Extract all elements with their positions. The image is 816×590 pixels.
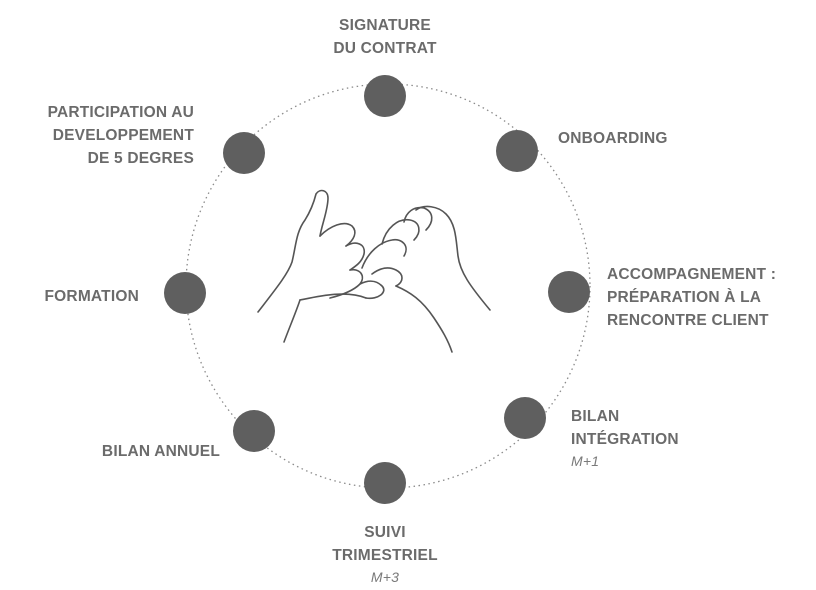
pinky-promise-hands-icon	[257, 189, 491, 353]
dotted-ring	[185, 83, 591, 489]
step-label-line: SUIVI	[364, 524, 406, 541]
step-label-8: PARTICIPATION AU DEVELOPPEMENT DE 5 DEGRES	[4, 101, 194, 170]
step-label-4: BILAN INTÉGRATION M+1	[571, 405, 731, 471]
step-node-6	[233, 410, 275, 452]
step-node-2	[496, 130, 538, 172]
step-label-5: SUIVI TRIMESTRIEL M+3	[300, 521, 470, 587]
step-label-line: RENCONTRE CLIENT	[607, 312, 769, 329]
step-label-line: SIGNATURE	[339, 17, 431, 34]
step-label-line: DU CONTRAT	[333, 40, 437, 57]
step-node-3	[548, 271, 590, 313]
step-label-line: FORMATION	[44, 288, 139, 305]
step-label-line: BILAN	[571, 408, 620, 425]
step-label-3: ACCOMPAGNEMENT : PRÉPARATION À LA RENCONTR…	[607, 263, 812, 332]
step-label-6: BILAN ANNUEL	[20, 440, 220, 463]
step-label-line: TRIMESTRIEL	[332, 547, 438, 564]
step-timing: M+3	[370, 569, 400, 585]
step-node-5	[364, 462, 406, 504]
step-node-4	[504, 397, 546, 439]
step-label-line: ONBOARDING	[558, 130, 668, 147]
step-node-8	[223, 132, 265, 174]
step-label-line: PRÉPARATION À LA	[607, 289, 762, 306]
step-label-line: INTÉGRATION	[571, 431, 679, 448]
step-label-line: DEVELOPPEMENT	[52, 127, 194, 144]
step-label-line: BILAN ANNUEL	[101, 443, 220, 460]
step-timing: M+1	[571, 453, 600, 469]
step-label-line: PARTICIPATION AU	[47, 104, 194, 121]
step-label-line: ACCOMPAGNEMENT :	[607, 266, 777, 283]
step-node-1	[364, 75, 406, 117]
step-label-line: DE 5 DEGRES	[87, 150, 194, 167]
step-node-7	[164, 272, 206, 314]
step-label-1: SIGNATURE DU CONTRAT	[300, 14, 470, 60]
step-label-7: FORMATION	[14, 285, 139, 308]
step-label-2: ONBOARDING	[558, 127, 718, 150]
